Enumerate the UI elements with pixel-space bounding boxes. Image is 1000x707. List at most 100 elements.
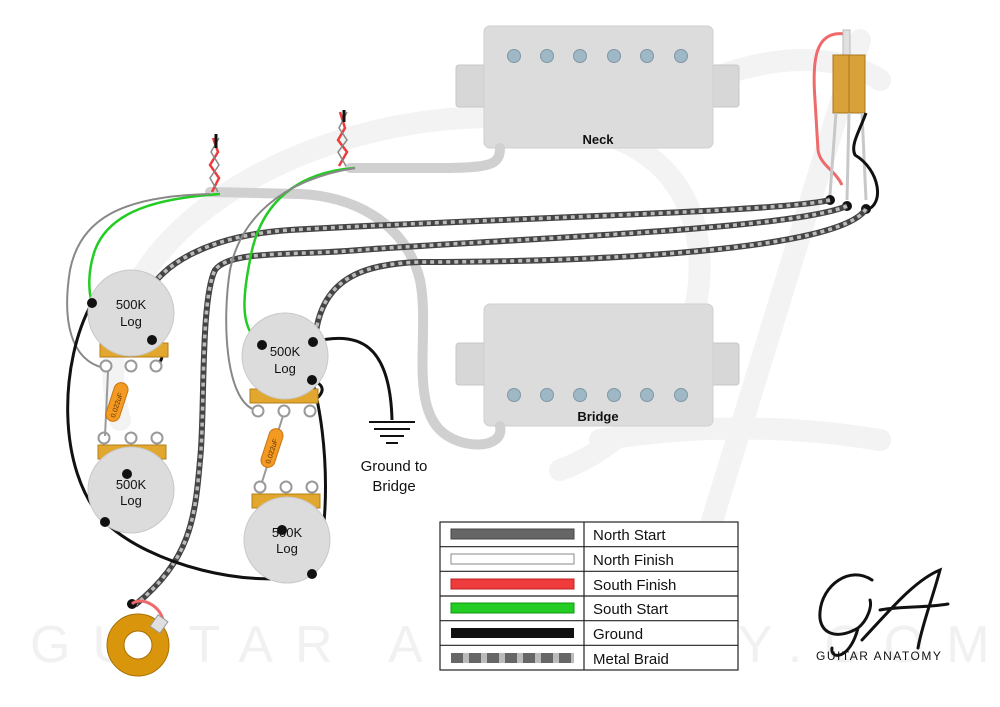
- ground-symbol: [369, 421, 415, 444]
- neck-volume-pot: 500K Log: [241, 312, 329, 418]
- legend-label-north-finish: North Finish: [593, 552, 674, 569]
- neck-volume-lug-3: [303, 404, 317, 418]
- neck-twisted-red: [336, 111, 349, 167]
- neck-leads: [225, 110, 356, 411]
- bridge-twisted-white: [209, 137, 220, 193]
- neck-tone-value: 500K: [272, 525, 303, 540]
- neck-cap-body: [260, 428, 284, 468]
- ground-to-bridge: [312, 336, 394, 421]
- bridge-tone-taper: Log: [120, 493, 142, 508]
- bridge-volume-pot: 500K Log: [87, 269, 175, 373]
- legend-label-ground: Ground: [593, 626, 643, 643]
- bridge-tone-lug-2: [124, 431, 138, 445]
- neck-tone-capacitor: 0.022uF: [260, 415, 284, 483]
- bridge-pickup-label: Bridge: [577, 409, 618, 424]
- neck-volume-taper: Log: [274, 361, 296, 376]
- neck-tone-taper: Log: [276, 541, 298, 556]
- neck-pickup-label: Neck: [582, 132, 614, 147]
- bridge-volume-lug-3: [149, 359, 163, 373]
- neck-volume-lug-2: [277, 404, 291, 418]
- bridge-volume-lug-2: [124, 359, 138, 373]
- neck-volume-lug-1: [251, 404, 265, 418]
- switch-shaft: [842, 29, 851, 56]
- neck-pole-2: [540, 49, 554, 63]
- solder-neck-vol-ground: [308, 337, 318, 347]
- legend-label-metal-braid: Metal Braid: [593, 651, 669, 668]
- toggle-switch: [812, 29, 880, 214]
- neck-pole-5: [640, 49, 654, 63]
- solder-bridge-tone: [122, 469, 132, 479]
- braid-switch-to-output: [312, 207, 869, 341]
- legend-swatch-north-finish: [450, 553, 575, 565]
- bridge-volume-taper: Log: [120, 314, 142, 329]
- legend: North Start North Finish South Finish So…: [439, 521, 739, 671]
- bridge-cap-body: [105, 382, 129, 422]
- bridge-pole-2: [540, 388, 554, 402]
- legend-label-south-finish: South Finish: [593, 577, 676, 594]
- bridge-cap-lead: [104, 371, 109, 437]
- bridge-tone-body: [87, 446, 175, 534]
- output-jack: [106, 599, 170, 677]
- brand-logo-g: [818, 573, 874, 657]
- brand-logo: GUITAR ANATOMY: [816, 567, 950, 663]
- solder-bridge-tone-ground: [100, 517, 110, 527]
- neck-white-wire: [225, 167, 356, 411]
- bridge-green-wire: [88, 192, 221, 304]
- ground-label-line1: Ground to: [361, 458, 428, 475]
- neck-tone-lug-1: [253, 480, 267, 494]
- bridge-tone-lug-3: [150, 431, 164, 445]
- switch-ground-wire: [852, 112, 880, 212]
- neck-pickup-body: [483, 25, 714, 149]
- ground-label-line2: Bridge: [372, 478, 415, 495]
- bridge-pole-5: [640, 388, 654, 402]
- bridge-leads: [66, 134, 221, 369]
- braid-switch-to-neck-vol-dash: [148, 198, 831, 291]
- neck-pole-1: [507, 49, 521, 63]
- brand-name: GUITAR ANATOMY: [816, 649, 942, 663]
- neck-pickup: Neck: [455, 25, 740, 149]
- bridge-pickup: Bridge: [455, 303, 740, 427]
- bridge-pickup-body: [483, 303, 714, 427]
- bridge-pole-4: [607, 388, 621, 402]
- jack-tip-lug: [149, 614, 169, 634]
- legend-swatch-south-finish: [450, 578, 575, 590]
- bridge-pole-3: [573, 388, 587, 402]
- jack-hole: [123, 630, 153, 660]
- solder-bridge-vol: [87, 298, 97, 308]
- neck-twisted-white: [337, 111, 348, 167]
- neck-volume-body: [241, 312, 329, 400]
- neck-pole-6: [674, 49, 688, 63]
- neck-tone-pot: 500K Log: [243, 480, 331, 584]
- neck-pickup-cable: [345, 143, 505, 173]
- bridge-pickup-cable: [205, 187, 506, 450]
- legend-swatch-north-start: [450, 528, 575, 540]
- switch-lugs: [828, 112, 868, 201]
- bridge-pole-pieces: [507, 388, 688, 402]
- neck-pole-pieces: [507, 49, 688, 63]
- bridge-tone-capacitor: 0.022uF: [104, 371, 129, 437]
- legend-swatch-south-start: [450, 602, 575, 614]
- bridge-tone-pot: 500K Log: [87, 431, 175, 534]
- bridge-white-wire: [66, 193, 211, 369]
- legend-swatch-ground: [451, 628, 574, 638]
- solder-neck-tone-ground: [307, 569, 317, 579]
- neck-green-wire: [243, 166, 356, 347]
- solder-neck-vol: [257, 340, 267, 350]
- neck-pole-4: [607, 49, 621, 63]
- bridge-pole-6: [674, 388, 688, 402]
- legend-label-north-start: North Start: [593, 527, 666, 544]
- jack-hot-wire: [130, 599, 165, 621]
- bridge-volume-body: [87, 269, 175, 357]
- bridge-tone-value: 500K: [116, 477, 147, 492]
- neck-pole-3: [573, 49, 587, 63]
- neck-tone-lug-3: [305, 480, 319, 494]
- solder-points: [87, 298, 318, 609]
- bridge-volume-lug-1: [99, 359, 113, 373]
- neck-tone-body: [243, 496, 331, 584]
- solder-bridge-vol-jumper: [147, 335, 157, 345]
- bridge-tone-lug-1: [97, 431, 111, 445]
- bridge-pole-1: [507, 388, 521, 402]
- solder-neck-vol-jumper: [307, 375, 317, 385]
- neck-tone-lug-2: [279, 480, 293, 494]
- brand-logo-a: [860, 567, 950, 650]
